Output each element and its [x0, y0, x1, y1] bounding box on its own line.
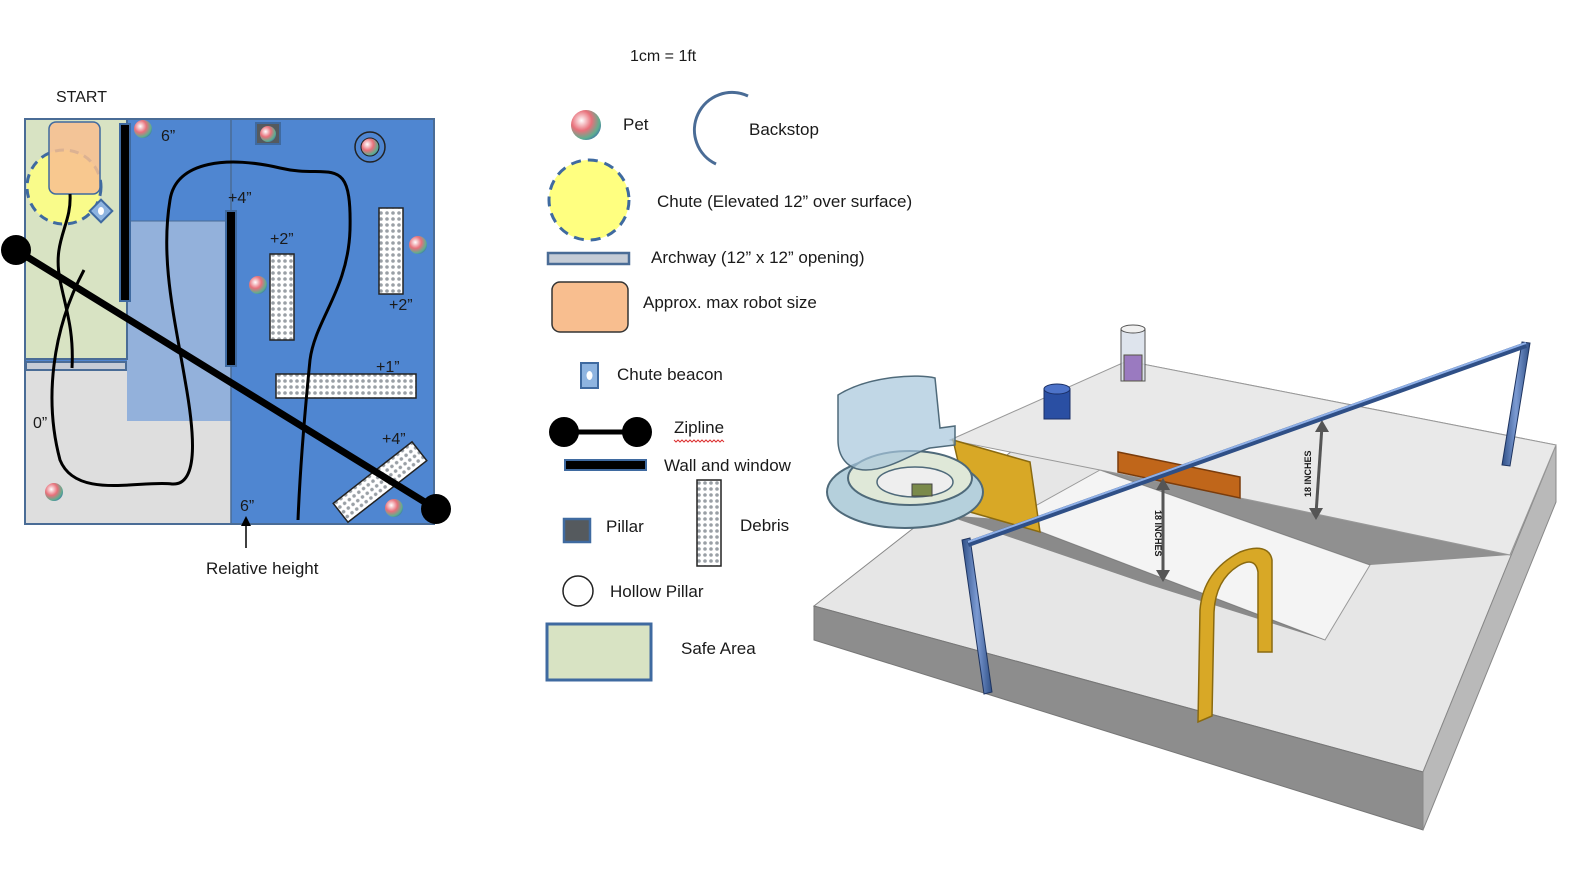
legend-zipline-label: Zipline	[674, 418, 724, 437]
debris	[269, 253, 295, 341]
height-label: +2”	[389, 297, 413, 314]
zipline-end	[1, 235, 31, 265]
legend-safe-area-label: Safe Area	[681, 639, 756, 658]
legend-safe-area-icon	[545, 622, 653, 682]
wall-left	[119, 123, 131, 302]
pet	[385, 499, 403, 517]
base-right-side	[1422, 444, 1557, 831]
scale-label: 1cm = 1ft	[630, 48, 697, 65]
legend-archway-icon	[546, 251, 631, 266]
field-map: START 6” +4” +2” +2” +1” +4” 0” 6” Relat…	[1, 89, 451, 578]
archway-3d	[1197, 547, 1273, 724]
legend-hollow-pillar-icon	[562, 575, 594, 607]
debris	[275, 373, 417, 399]
zipline-pole	[1501, 341, 1531, 467]
pet	[45, 483, 63, 501]
start-label: START	[56, 89, 107, 106]
spellcheck-underline	[673, 439, 725, 443]
zipline	[14, 247, 438, 512]
legend-pillar-icon	[562, 517, 592, 544]
legend-backstop-icon	[692, 90, 749, 166]
zipline-cable	[966, 342, 1528, 547]
legend-robot-icon	[551, 281, 629, 333]
map-border	[24, 118, 435, 525]
legend-debris-icon	[696, 479, 722, 567]
chute-beacon-light	[98, 207, 104, 215]
dimension-label: 18 INCHES	[1303, 450, 1313, 497]
backstop-3d	[837, 375, 956, 471]
zipline-cable-highlight	[967, 342, 1527, 543]
pet	[249, 276, 267, 294]
backstop-bar	[1117, 451, 1241, 499]
field-3d-model: 18 INCHES 18 INCHES	[812, 324, 1557, 831]
height-label: +2”	[270, 231, 294, 248]
robot-path	[50, 160, 352, 521]
height-pointer-arrowhead	[241, 516, 251, 526]
pillar-3d-top	[1043, 383, 1071, 395]
legend-archway-label: Archway (12” x 12” opening)	[651, 248, 865, 267]
legend-pillar-label: Pillar	[606, 517, 644, 536]
dimension-arrowhead	[1309, 508, 1323, 520]
chute-hole	[876, 466, 954, 498]
legend-wall-icon	[564, 459, 647, 471]
legend-pet-label: Pet	[623, 115, 649, 134]
robot-start-zone	[48, 121, 101, 195]
legend-backstop-label: Backstop	[749, 120, 819, 139]
dimension-arrowhead	[1156, 570, 1170, 582]
legend-robot-label: Approx. max robot size	[643, 293, 817, 312]
ramp-region	[127, 221, 231, 421]
zipline-end	[421, 494, 451, 524]
legend-hollow-pillar-label: Hollow Pillar	[610, 582, 704, 601]
hollow-pillar	[354, 131, 386, 163]
legend-chute-beacon-light	[586, 371, 593, 380]
legend-chute-beacon-label: Chute beacon	[617, 365, 723, 384]
chute-beacon-3d	[911, 483, 933, 497]
zipline-pole	[961, 537, 993, 695]
height-label: +4”	[382, 431, 406, 448]
pet	[409, 236, 427, 254]
pet	[260, 126, 276, 142]
pet	[134, 120, 152, 138]
legend-chute-icon	[547, 158, 631, 242]
wall-middle	[225, 210, 237, 367]
pet-3d	[1123, 354, 1143, 382]
legend-debris-label: Debris	[740, 516, 789, 535]
pet	[360, 137, 380, 157]
archway	[25, 361, 127, 371]
height-label: +1”	[376, 359, 400, 376]
legend: Pet Backstop Chute (Elevated 12” over su…	[545, 90, 912, 682]
relative-height-label: Relative height	[206, 559, 319, 578]
dimension-label: 18 INCHES	[1153, 510, 1163, 557]
height-label: 6”	[240, 498, 254, 515]
hollow-pillar-3d-top	[1120, 324, 1146, 334]
height-label: +4”	[228, 190, 252, 207]
legend-zipline-end	[622, 417, 652, 447]
legend-chute-label: Chute (Elevated 12” over surface)	[657, 192, 912, 211]
ramp-shadow	[1100, 470, 1510, 565]
legend-pet-icon	[571, 110, 601, 140]
dimension-arrowhead	[1315, 420, 1329, 432]
debris	[378, 207, 404, 295]
height-label: 0”	[33, 415, 47, 432]
legend-zipline-end	[549, 417, 579, 447]
legend-wall-label: Wall and window	[664, 456, 792, 475]
dimension-arrow	[1314, 425, 1324, 515]
dimension-arrowhead	[1156, 478, 1170, 490]
ramp-shadow	[945, 515, 1325, 640]
height-label: 6”	[161, 128, 175, 145]
